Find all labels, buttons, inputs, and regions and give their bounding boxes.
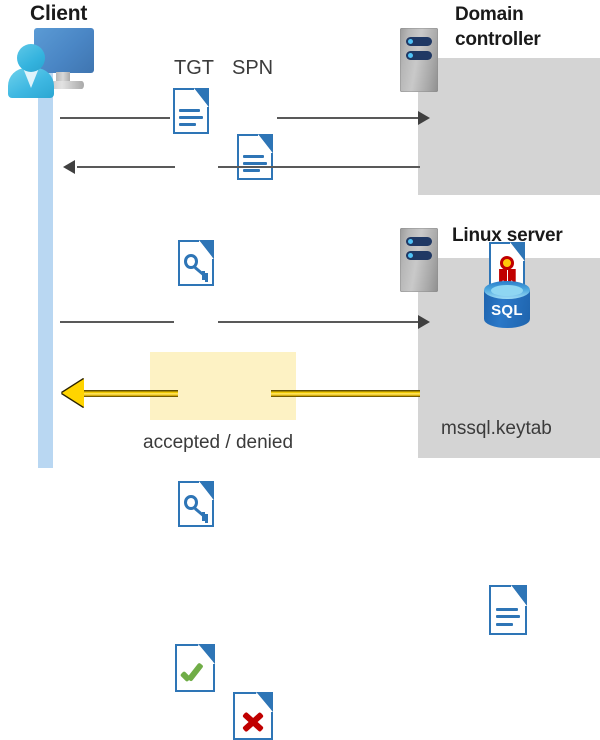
tgt-label: TGT [174, 57, 214, 79]
accepted-denied-caption: accepted / denied [143, 432, 294, 453]
domain-controller-server-icon [400, 28, 438, 92]
accepted-document-icon [175, 644, 215, 692]
monitor-stand-icon [56, 72, 70, 82]
seal-icon [499, 255, 515, 271]
result-connector-right [271, 390, 420, 397]
seal-ribbon-left [499, 268, 508, 285]
key-document-icon [178, 240, 214, 286]
domain-controller-title-line2: controller [455, 29, 541, 50]
spn-label: SPN [232, 57, 274, 79]
result-connector-left [80, 390, 178, 397]
result-arrowhead-left [62, 379, 84, 407]
diagram-canvas: Client Domain controller Linux server TG… [0, 0, 600, 468]
domain-controller-title: Domain controller [455, 2, 595, 52]
key-icon [184, 253, 208, 282]
request-arrowhead-right [418, 111, 430, 125]
request-connector-right [277, 117, 420, 119]
client-lifeline [38, 60, 53, 468]
client-monitor-user-icon [8, 26, 96, 98]
server-led-bar-2 [406, 51, 432, 60]
linux-server-icon [400, 228, 438, 292]
server-led-bar-1 [406, 237, 432, 246]
keytab-filename-label: mssql.keytab [441, 418, 552, 439]
spn-document-icon [237, 134, 273, 180]
ticket-connector-left [77, 166, 175, 168]
service-request-arrowhead-right [418, 315, 430, 329]
denied-document-icon [233, 692, 273, 740]
monitor-base-icon [44, 81, 84, 89]
service-request-connector-left [60, 321, 174, 323]
server-led-bar-1 [406, 37, 432, 46]
sql-database-icon: SQL [481, 281, 533, 335]
ticket-connector-right [218, 166, 420, 168]
client-title: Client [30, 2, 88, 25]
tgt-document-icon [173, 88, 209, 134]
user-head-icon [17, 44, 45, 72]
service-request-connector-right [218, 321, 420, 323]
domain-controller-title-line1: Domain [455, 4, 524, 25]
key-document-icon [178, 481, 214, 527]
x-icon [242, 710, 264, 729]
certificate-document-icon [489, 242, 525, 288]
result-highlight-band [150, 352, 296, 420]
domain-controller-panel [418, 58, 600, 195]
seal-ribbon-right [507, 268, 516, 285]
key-icon [184, 494, 208, 523]
ticket-arrowhead-left [63, 160, 75, 174]
check-icon [181, 661, 208, 683]
monitor-screen-icon [34, 28, 94, 73]
linux-server-title: Linux server [452, 225, 563, 246]
keytab-document-icon [489, 585, 527, 635]
server-led-bar-2 [406, 251, 432, 260]
sql-label: SQL [491, 302, 523, 319]
request-connector-left [60, 117, 170, 119]
